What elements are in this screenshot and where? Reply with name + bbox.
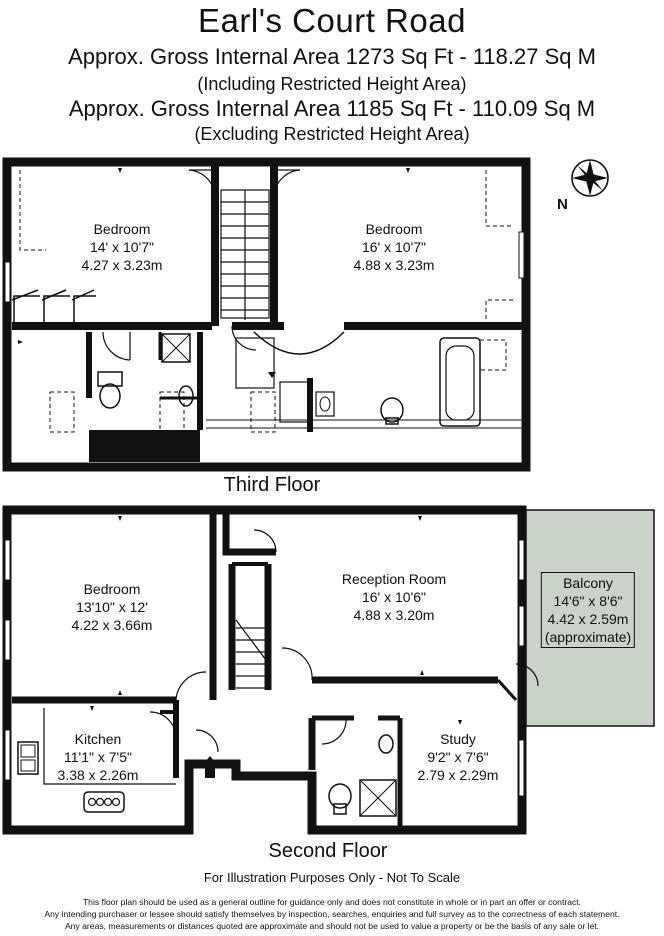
third-floor-plan xyxy=(2,157,531,472)
third-floor-label: Third Floor xyxy=(223,474,321,496)
third-floor-bedroom-left: Bedroom 14' x 10'7" 4.27 x 3.23m xyxy=(82,220,163,274)
second-floor-label: Second Floor xyxy=(268,840,388,862)
balcony: Balcony 14'6" x 8'6" 4.42 x 2.59m (appro… xyxy=(540,572,636,648)
area-excluding-note: (Excluding Restricted Height Area) xyxy=(194,124,470,144)
third-floor-bedroom-right: Bedroom 16' x 10'7" 4.88 x 3.23m xyxy=(354,220,435,274)
room-name: Bedroom xyxy=(93,221,151,237)
room-size-metric: 4.88 x 3.23m xyxy=(353,257,435,273)
room-size-metric: 2.79 x 2.29m xyxy=(417,767,499,783)
room-name: Kitchen xyxy=(74,731,122,747)
kitchen: Kitchen 11'1" x 7'5" 3.38 x 2.26m xyxy=(58,730,139,784)
area-including-restricted: Approx. Gross Internal Area 1273 Sq Ft -… xyxy=(68,44,596,69)
room-name: Reception Room xyxy=(341,571,447,587)
room-size-imperial: 16' x 10'7" xyxy=(361,239,427,255)
room-name: Bedroom xyxy=(83,581,141,597)
room-size-imperial: 16' x 10'6" xyxy=(361,589,427,605)
room-size-imperial: 13'10" x 12' xyxy=(76,599,148,615)
reception-room: Reception Room 16' x 10'6" 4.88 x 3.20m xyxy=(342,570,446,624)
page-title: Earl's Court Road xyxy=(198,2,466,39)
room-size-metric: 4.42 x 2.59m xyxy=(547,611,629,627)
disclaimer-line-2: Any intending purchaser or lessee should… xyxy=(44,909,620,919)
study: Study 9'2" x 7'6" 2.79 x 2.29m xyxy=(418,730,499,784)
room-size-imperial: 9'2" x 7'6" xyxy=(427,749,489,765)
room-name: Balcony xyxy=(563,575,613,591)
area-excluding-restricted: Approx. Gross Internal Area 1185 Sq Ft -… xyxy=(68,96,596,121)
room-size-metric: 4.88 x 3.20m xyxy=(353,607,435,623)
illustration-note: For Illustration Purposes Only - Not To … xyxy=(203,870,461,885)
room-size-metric: 4.22 x 3.66m xyxy=(71,617,153,633)
disclaimer-line-3: Any areas, measurements or distances quo… xyxy=(64,921,600,931)
disclaimer-line-1: This floor plan should be used as a gene… xyxy=(82,897,582,907)
room-size-imperial: 14'6" x 8'6" xyxy=(553,593,623,609)
room-size-metric: 4.27 x 3.23m xyxy=(81,257,163,273)
disclaimer: This floor plan should be used as a gene… xyxy=(0,896,664,932)
room-size-imperial: 14' x 10'7" xyxy=(89,239,155,255)
area-including-note: (Including Restricted Height Area) xyxy=(197,74,467,94)
compass-icon xyxy=(571,159,609,197)
room-name: Bedroom xyxy=(365,221,423,237)
second-floor-bedroom: Bedroom 13'10" x 12' 4.22 x 3.66m xyxy=(72,580,153,634)
room-size-metric: 3.38 x 2.26m xyxy=(57,767,139,783)
room-name: Study xyxy=(440,731,476,747)
room-size-imperial: 11'1" x 7'5" xyxy=(64,749,132,765)
balcony-note: (approximate) xyxy=(544,629,632,645)
north-label: N xyxy=(557,196,568,213)
